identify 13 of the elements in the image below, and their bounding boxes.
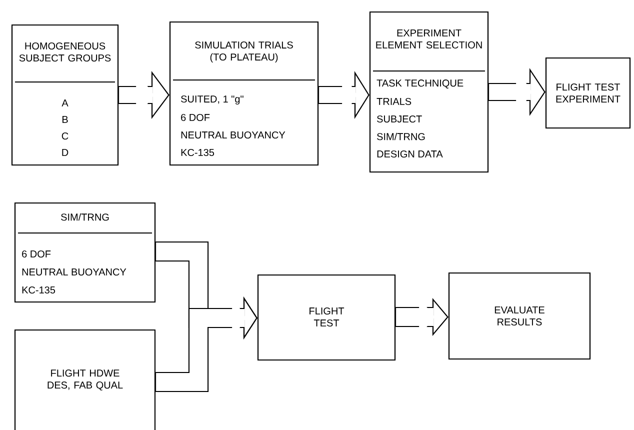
process-box: FLIGHT HDWE DES, FAB QUAL bbox=[14, 329, 156, 430]
process-box: EVALUATE RESULTS bbox=[448, 272, 591, 360]
process-box: FLIGHT TEST bbox=[257, 274, 396, 361]
block-arrow bbox=[396, 298, 448, 336]
block-arrow bbox=[488, 68, 546, 116]
process-box: SIM/TRNG 6 DOF NEUTRAL BUOYANCY KC-135 bbox=[14, 202, 156, 303]
process-box: HOMOGENEOUS SUBJECT GROUPS A B C D bbox=[11, 24, 119, 166]
process-box: EXPERIMENT ELEMENT SELECTION TASK TECHNIQUE TRIALS SUBJECT SIM/TRNG DESIGN DATA bbox=[369, 11, 489, 173]
process-box: FLIGHT TEST EXPERIMENT bbox=[545, 57, 631, 129]
block-arrow bbox=[118, 71, 170, 119]
block-arrow bbox=[318, 71, 370, 119]
block-arrow bbox=[156, 296, 258, 392]
process-box: SIMULATION TRIALS (TO PLATEAU) SUITED, 1 "g" 6 DOF NEUTRAL BUOYANCY KC-135 bbox=[169, 21, 319, 166]
